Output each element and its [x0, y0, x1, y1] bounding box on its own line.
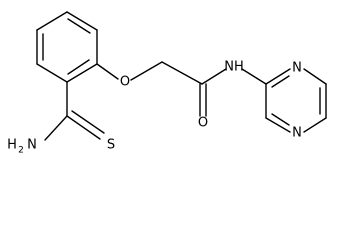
benzene-bond-6: [36, 11, 68, 31]
benzene-bond-3: [66, 63, 98, 83]
amine-label: H 2 N: [7, 138, 37, 156]
pyrimidine-inner-bond-1: [271, 75, 290, 88]
sulfur-label: S: [107, 138, 115, 153]
pyrimidine-nitrogen-bottom-label: N: [292, 126, 302, 141]
thiocarbon-sulfur-double-bond-1: [66, 115, 101, 140]
thiocarbon-sulfur-double-bond-2: [71, 110, 105, 134]
pyrimidine-inner-bond-3: [271, 113, 290, 126]
benzene-inner-bond-1: [67, 18, 91, 34]
amide-nitrogen-to-pyrimidine-bond: [241, 68, 267, 85]
ring-to-ether-oxygen-bond: [96, 63, 119, 80]
ether-oxygen-to-methylene-bond: [130, 61, 163, 81]
atom-labels: O O NH N N S H 2 N: [7, 60, 302, 156]
benzene-ring: [36, 11, 98, 83]
thiocarbon-to-amine-bond: [44, 115, 68, 141]
chemical-structure-diagram: O O NH N N S H 2 N: [7, 11, 327, 156]
amine-n-label: N: [27, 138, 37, 153]
thioamide-group: [44, 81, 105, 141]
amine-subscript-label: 2: [18, 146, 24, 156]
pyrimidine-bond-1: [265, 68, 291, 85]
pyrimidine-ring: [265, 68, 327, 133]
ether-oxygen-label: O: [120, 75, 130, 90]
carbonyl-to-amide-nitrogen-bond: [201, 68, 227, 85]
pyrimidine-bond-4: [303, 117, 327, 133]
amine-h-label: H: [7, 138, 17, 153]
pyrimidine-bond-5: [265, 117, 291, 133]
linker-chain: [96, 61, 267, 117]
benzene-bond-4: [36, 63, 68, 83]
pyrimidine-nitrogen-top-label: N: [292, 61, 302, 76]
amide-nh-label: NH: [224, 60, 244, 75]
benzene-inner-bond-2: [67, 59, 90, 75]
methylene-to-carbonyl-bond: [161, 61, 203, 85]
carbonyl-oxygen-label: O: [198, 116, 208, 131]
benzene-bond-1: [66, 11, 98, 31]
pyrimidine-bond-2: [303, 68, 327, 85]
